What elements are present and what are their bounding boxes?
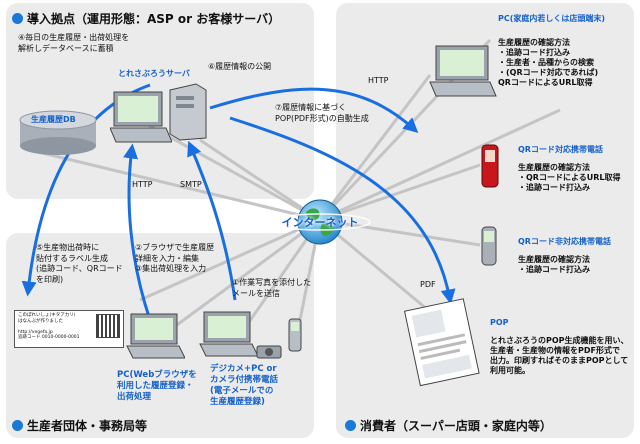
nonqr-phone-icon bbox=[480, 226, 498, 266]
step7-text: ⑦履歴情報に基づく POP(PDF形式)の自動生成 bbox=[275, 103, 369, 123]
step6-text: ⑥履歴情報の公開 bbox=[208, 62, 272, 71]
consumer-pc-title: PC(家庭内若しくは店頭端末) bbox=[498, 14, 606, 23]
smtp-label: SMTP bbox=[180, 180, 202, 189]
bullet-dot-icon bbox=[345, 420, 356, 431]
label-text: このぽれいしょ(キタアカリ) はなんぶが作りました http://vegefa.… bbox=[18, 313, 80, 340]
db-label: 生産履歴DB bbox=[31, 115, 76, 124]
qr-code-icon bbox=[96, 314, 120, 338]
producer-section-title: 生産者団体・事務局等 bbox=[12, 417, 147, 434]
shipping-label-card: このぽれいしょ(キタアカリ) はなんぶが作りました http://vegefa.… bbox=[14, 310, 124, 348]
arrow-http-consumer bbox=[209, 87, 419, 134]
consumer-section-title: 消費者（スーパー店頭・家庭内等） bbox=[345, 417, 552, 434]
http-label: HTTP bbox=[132, 180, 153, 189]
database-icon bbox=[18, 110, 98, 156]
consumer-http-label: HTTP bbox=[368, 76, 389, 85]
pop-flyer-icon bbox=[402, 298, 484, 388]
producer-pc-icon bbox=[125, 312, 185, 362]
internet-label: インターネット bbox=[281, 216, 359, 229]
pop-title: POP bbox=[490, 318, 509, 327]
nonqr-phone-desc: 生産履歴の確認方法 ・追跡コード打込み bbox=[518, 255, 590, 274]
step4-text: ④毎日の生産履歴・出荷処理を 解析しデータベースに蓄積 bbox=[18, 33, 130, 53]
qr-phone-icon bbox=[480, 144, 500, 188]
pop-desc: とれさぶろうのPOP生成機能を用い、 生産者・生産物の情報をPDF形式で 出力。… bbox=[490, 336, 629, 375]
server-pc-icon bbox=[110, 88, 172, 148]
nonqr-phone-title: QRコード非対応携帯電話 bbox=[518, 237, 611, 246]
bullet-dot-icon bbox=[12, 13, 23, 24]
server-label: とれさぶろうサーバ bbox=[118, 69, 190, 78]
camera-caption: デジカメ+PC or カメラ付携帯電話 (電子メールでの 生産履歴登録) bbox=[210, 364, 279, 407]
consumer-pc-icon bbox=[428, 44, 498, 100]
qr-phone-desc: 生産履歴の確認方法 ・QRコードによるURL取得 ・追跡コード打込み bbox=[518, 163, 621, 192]
step2-text: ②ブラウザで生産履歴 詳細を入力・編集 bbox=[135, 243, 215, 263]
arrow-pdf-pop bbox=[229, 116, 456, 305]
step1-text: ①作業写真を添付した メールを送信 bbox=[232, 278, 312, 298]
digital-camera-icon bbox=[256, 343, 282, 359]
consumer-pc-desc: 生産履歴の確認方法 ・追跡コード打込み ・生産者・品種からの検索 ・(QRコード… bbox=[498, 38, 599, 87]
camera-pc-icon bbox=[198, 310, 258, 360]
base-section-title: 導入拠点（運用形態：ASP or お客様サーバ） bbox=[12, 10, 280, 27]
internet-globe bbox=[269, 199, 371, 245]
camera-phone-icon bbox=[288, 318, 302, 352]
pdf-label: PDF bbox=[420, 280, 436, 289]
arrow-browser bbox=[123, 143, 152, 321]
arrow-mail bbox=[187, 140, 237, 301]
step5-text: ⑤生産物出荷時に 貼付するラベル生成 (追跡コード、QRコード を印刷) bbox=[36, 243, 123, 284]
bullet-dot-icon bbox=[12, 420, 23, 431]
step3-text: ③集出荷処理を入力 bbox=[135, 264, 207, 273]
pc-caption: PC(Webブラウザを 利用した履歴登録・ 出荷処理 bbox=[117, 370, 197, 402]
server-tower-icon bbox=[166, 82, 210, 142]
qr-phone-title: QRコード対応携帯電話 bbox=[518, 145, 603, 154]
